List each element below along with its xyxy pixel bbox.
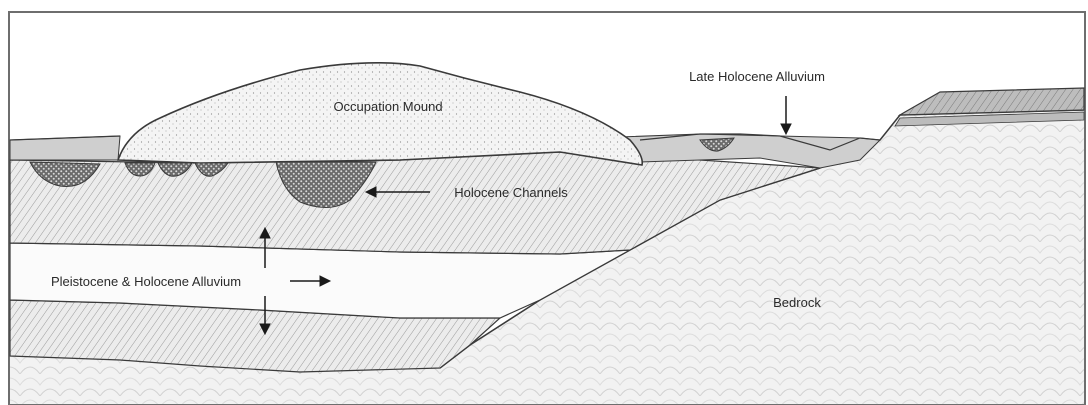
bedrock-label: Bedrock [773,295,821,310]
pleistocene-holocene-alluvium-label: Pleistocene & Holocene Alluvium [51,274,241,289]
late-holocene-alluvium-label: Late Holocene Alluvium [689,69,825,84]
holocene-channels-label: Holocene Channels [454,185,568,200]
occupation-mound-label: Occupation Mound [333,99,442,114]
